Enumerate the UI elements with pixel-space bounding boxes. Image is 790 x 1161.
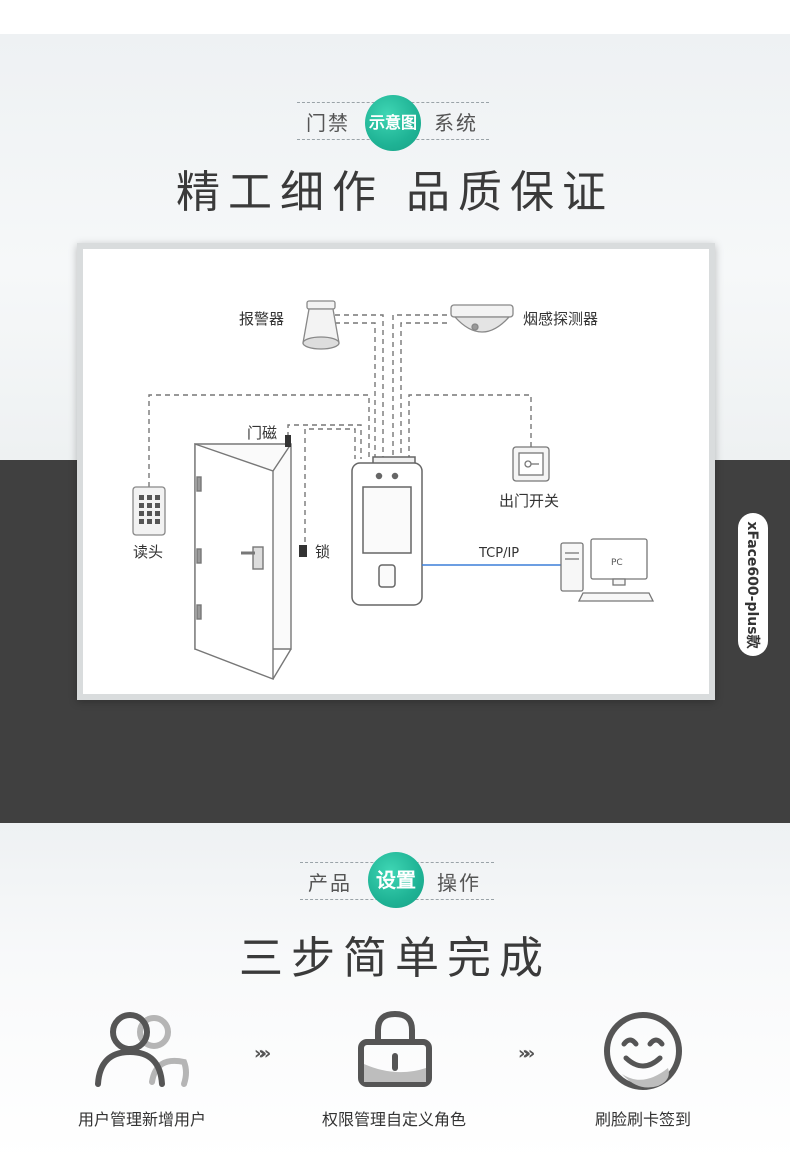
step-arrow-2: »» — [518, 1043, 535, 1064]
model-badge-text: xFace600-plus款 — [744, 520, 760, 649]
lock-label: 锁 — [315, 543, 330, 561]
alarm-icon — [302, 300, 340, 350]
pc-label: PC — [611, 558, 623, 568]
reader-label: 读头 — [133, 543, 163, 561]
top-strip — [0, 0, 790, 34]
diagram-drawing: 报警器 烟感探测器 读头 — [132, 300, 655, 681]
step-label-face: 刷脸刷卡签到 — [594, 1110, 691, 1129]
alarm-wire — [335, 314, 384, 459]
tag-left-text: 门禁 — [306, 111, 350, 135]
reader-wire — [148, 394, 370, 487]
lock-icon — [358, 1010, 432, 1087]
alarm-label: 报警器 — [239, 310, 284, 328]
lock-device-icon — [299, 545, 307, 557]
pc-icon — [560, 538, 655, 602]
exit-switch-wire — [408, 394, 532, 459]
tag-right-text: 系统 — [434, 111, 478, 135]
face-terminal-icon — [351, 456, 423, 606]
smoke-wire-2 — [400, 322, 447, 459]
smoke-detector-icon — [450, 304, 514, 333]
exit-switch-label: 出门开关 — [499, 492, 559, 510]
section-tag-setup: 产品 设置 操作 — [0, 852, 790, 908]
door-sensor-wire — [287, 424, 362, 459]
lock-wire — [304, 428, 356, 551]
tag-left-text-2: 产品 — [308, 871, 352, 895]
smile-icon — [604, 1012, 682, 1090]
alarm-wire-2 — [335, 322, 376, 459]
smoke-wire — [392, 314, 447, 459]
network-label: TCP/IP — [478, 546, 519, 561]
door-sensor-label: 门磁 — [247, 424, 277, 442]
step-label-users: 用户管理新增用户 — [77, 1110, 206, 1129]
door-icon — [194, 443, 292, 681]
reader-icon — [132, 486, 166, 536]
users-icon — [95, 1012, 189, 1087]
door-sensor-icon — [285, 435, 291, 447]
section-tag-system: 门禁 示意图 系统 — [0, 95, 790, 151]
setup-title: 三步简单完成 — [239, 933, 551, 984]
tag-right-text-2: 操作 — [437, 871, 481, 895]
step-arrow-1: »» — [254, 1043, 271, 1064]
tag-bubble: 示意图 — [365, 95, 421, 151]
model-badge: xFace600-plus款 — [738, 513, 768, 656]
section-title: 精工细作 品质保证 — [176, 167, 614, 218]
smoke-label: 烟感探测器 — [523, 310, 598, 328]
exit-switch-icon — [512, 446, 550, 482]
tag-bubble-2: 设置 — [368, 852, 424, 908]
access-control-diagram: 报警器 烟感探测器 读头 — [77, 243, 715, 700]
step-label-permission: 权限管理自定义角色 — [321, 1110, 466, 1129]
